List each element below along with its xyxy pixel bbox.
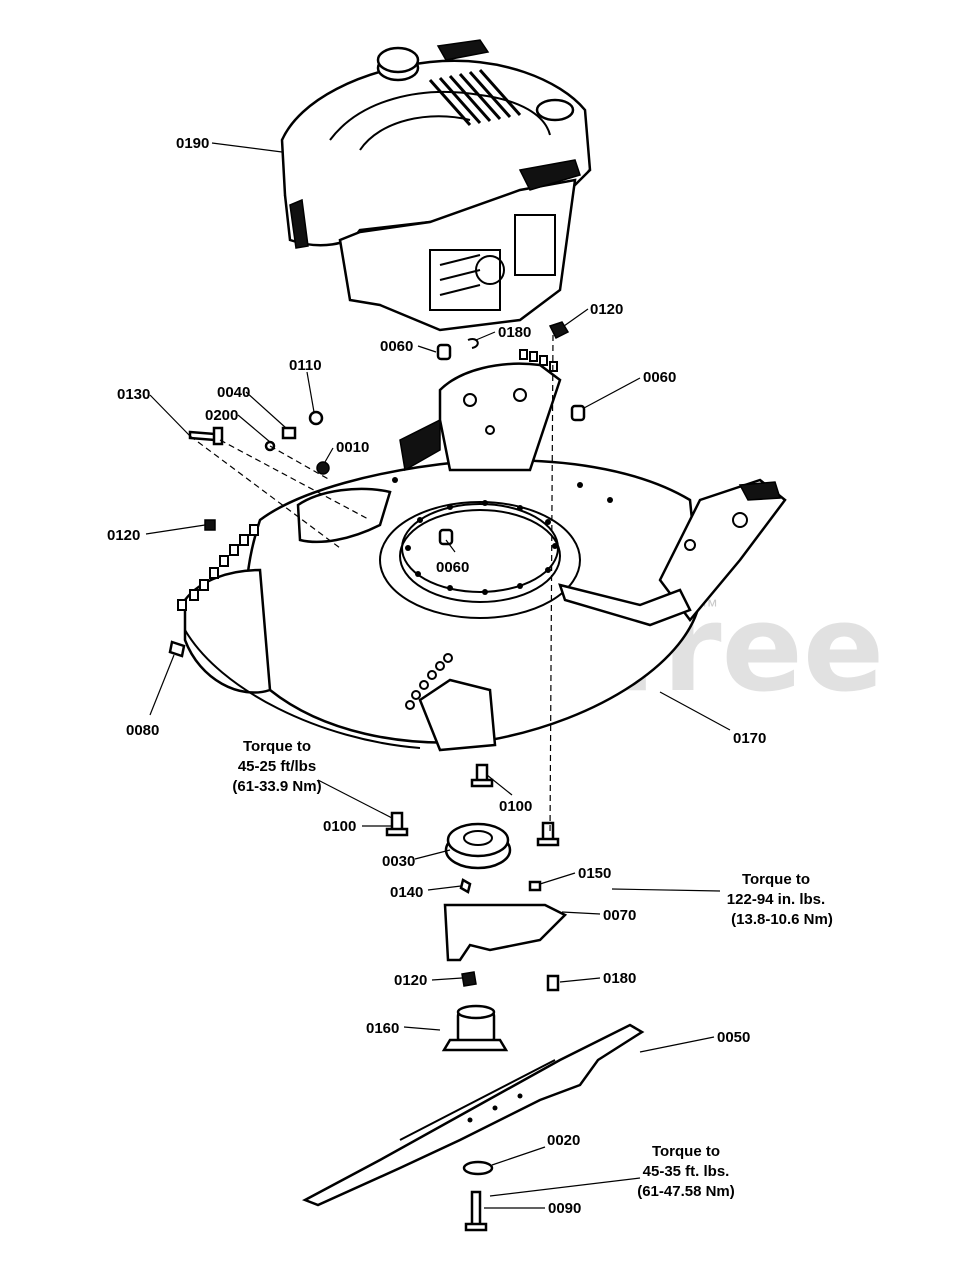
callout-0140: 0140 — [390, 884, 423, 901]
callout-0200: 0200 — [205, 407, 238, 424]
callout-0060: 0060 — [436, 559, 469, 576]
callout-0110: 0110 — [289, 357, 322, 374]
torque-line: (61-33.9 Nm) — [232, 778, 321, 795]
callout-0120: 0120 — [107, 527, 140, 544]
deck-illustration — [177, 349, 787, 752]
callout-0060: 0060 — [380, 338, 413, 355]
callout-0060: 0060 — [643, 369, 676, 386]
callout-0100: 0100 — [499, 798, 532, 815]
callout-0120: 0120 — [394, 972, 427, 989]
callout-0190: 0190 — [176, 135, 209, 152]
callout-0150: 0150 — [578, 865, 611, 882]
callout-0160: 0160 — [366, 1020, 399, 1037]
callout-0030: 0030 — [382, 853, 415, 870]
callout-0100: 0100 — [323, 818, 356, 835]
torque-line: 45-35 ft. lbs. — [643, 1163, 730, 1180]
callout-0020: 0020 — [547, 1132, 580, 1149]
torque-line: 45-25 ft/lbs — [238, 758, 316, 775]
callout-0090: 0090 — [548, 1200, 581, 1217]
engine-illustration — [280, 39, 592, 332]
torque-line: (13.8-10.6 Nm) — [731, 911, 833, 928]
torque-line: Torque to — [652, 1143, 720, 1160]
alignment-lines — [189, 334, 554, 836]
callout-0070: 0070 — [603, 907, 636, 924]
hardware-parts — [168, 321, 645, 1232]
callout-0180: 0180 — [603, 970, 636, 987]
callout-0010: 0010 — [336, 439, 369, 456]
callout-0130: 0130 — [117, 386, 150, 403]
torque-note-blade: Torque to 45-35 ft. lbs. (61-47.58 Nm) — [637, 1143, 735, 1200]
torque-line: Torque to — [243, 738, 311, 755]
callout-0040: 0040 — [217, 384, 250, 401]
callout-0050: 0050 — [717, 1029, 750, 1046]
torque-note-spindle: Torque to 45-25 ft/lbs (61-33.9 Nm) — [232, 738, 321, 795]
leader-lines — [145, 142, 731, 1209]
torque-line: Torque to — [742, 871, 810, 888]
torque-line: 122-94 in. lbs. — [727, 891, 825, 908]
callout-0170: 0170 — [733, 730, 766, 747]
callout-labels: 0190 0120 0180 0060 0110 0060 0130 0040 … — [107, 135, 766, 1217]
callout-0080: 0080 — [126, 722, 159, 739]
torque-line: (61-47.58 Nm) — [637, 1183, 735, 1200]
torque-note-bracket: Torque to 122-94 in. lbs. (13.8-10.6 Nm) — [727, 871, 833, 928]
callout-0120: 0120 — [590, 301, 623, 318]
callout-0180: 0180 — [498, 324, 531, 341]
